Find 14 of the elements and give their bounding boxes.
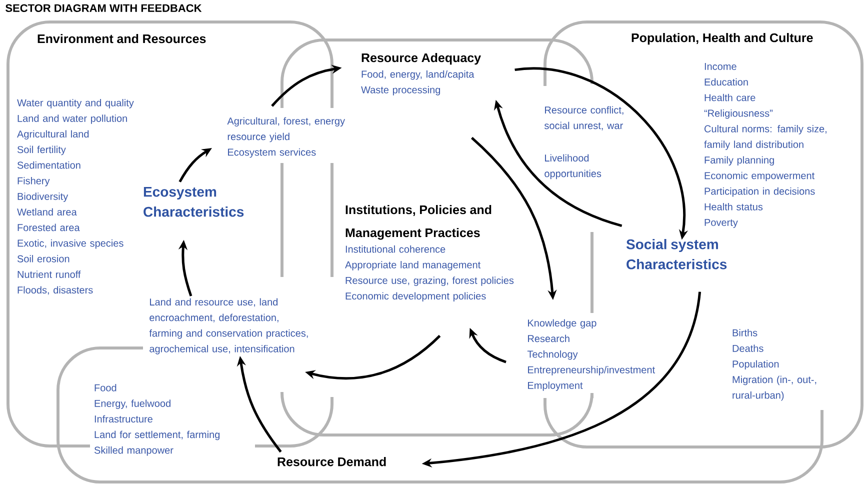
item-list: Births Deaths Population Migration (in-, out-, rural-urban) — [732, 329, 816, 401]
item-list: Agricultural, forest, energy resource yield Ecosystem services — [227, 117, 345, 158]
sector-heading: Institutions, Policies and Management Practices Institutional coherence Appropriate land management Resource use, grazing, forest policies Economic development policies — [345, 205, 514, 302]
item-list: Income Education Health care “Religiousness” Cultural norms: family size, family land distribution Family planning Economic empowerment Participation in decisions Health status Poverty — [704, 63, 826, 228]
item-list: Knowledge gap Research Technology Entrepreneurship/investment Employment — [527, 319, 655, 391]
sector-heading: Social system Characteristics — [626, 239, 727, 270]
section-heading: Population, Health and Culture — [632, 33, 813, 45]
sector-heading: Ecosystem Characteristics — [144, 187, 244, 217]
sector-heading: Resource Adequacy Food, energy, land/capita Waste processing — [361, 53, 481, 96]
section-heading: Resource Demand — [278, 457, 386, 466]
section-heading: Environment and Resources — [38, 34, 206, 44]
item-list: Food Energy, fuelwood Infrastructure Land for settlement, farming Skilled manpower — [94, 384, 220, 456]
item-list: Water quantity and quality Land and water pollution Agricultural land Soil fertility Sedimentation Fishery Biodiversity Wetland area Forested area Exotic, invasive species Soil erosion Nutrient runoff Floods, disasters — [17, 99, 134, 295]
diagram-title: SECTOR DIAGRAM WITH FEEDBACK — [6, 4, 202, 12]
